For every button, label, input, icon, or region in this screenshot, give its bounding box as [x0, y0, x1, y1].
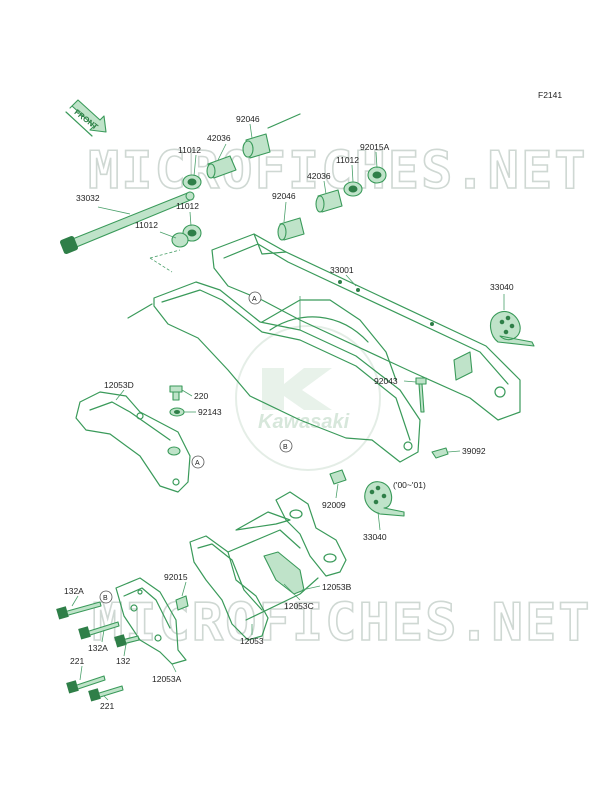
label-221-upper: 221 [70, 656, 84, 666]
swingarm [153, 233, 521, 463]
label-33040-left: 33040 [363, 532, 387, 542]
pivot-components [127, 113, 387, 319]
label-132A-upper: 132A [64, 586, 84, 596]
label-33032: 33032 [76, 193, 100, 203]
label-92009: 92009 [322, 500, 346, 510]
label-12053A: 12053A [152, 674, 182, 684]
chain-slider [75, 391, 191, 493]
label-12053: 12053 [240, 636, 264, 646]
label-39092: 39092 [462, 446, 486, 456]
cotter-pin-39092 [431, 447, 449, 459]
leader-lines [71, 123, 505, 701]
label-42036-upper: 42036 [207, 133, 231, 143]
chain-adjuster-plate-33040-left [364, 481, 405, 517]
label-12053B: 12053B [322, 582, 352, 592]
label-221-lower: 221 [100, 701, 114, 711]
label-92015: 92015 [164, 572, 188, 582]
svg-text:B: B [103, 595, 108, 602]
label-92046-upper: 92046 [236, 114, 260, 124]
chain-adjuster-plate-33040-right [489, 311, 535, 347]
callout-B-lower: B [99, 590, 113, 604]
diagram-code: F2141 [538, 90, 562, 100]
svg-text:A: A [252, 296, 257, 303]
callout-A-lower: A [191, 455, 205, 469]
label-92043: 92043 [374, 376, 398, 386]
label-220: 220 [194, 391, 208, 401]
slider-bolt [169, 385, 185, 417]
label-33001: 33001 [330, 265, 354, 275]
label-42036-right: 42036 [307, 171, 331, 181]
label-92143: 92143 [198, 407, 222, 417]
stud-92009 [329, 469, 347, 485]
adjuster-bolt-92043 [415, 377, 427, 413]
year-note: ('00~'01) [393, 480, 426, 490]
label-11012-upper: 11012 [178, 145, 201, 155]
label-132A-lower: 132A [88, 643, 108, 653]
callout-A-upper: A [248, 291, 262, 305]
label-11012-middle: 11012 [176, 201, 199, 211]
svg-text:A: A [195, 460, 200, 467]
chain-guide-assembly [115, 491, 347, 665]
label-33040-right: 33040 [490, 282, 514, 292]
label-11012-left: 11012 [135, 220, 158, 230]
watermark-bottom: MICROFICHES.NET [92, 593, 592, 653]
bolts-132A-221 [56, 601, 140, 702]
front-arrow-icon: FRONT [65, 99, 107, 137]
label-11012-right: 11012 [336, 155, 359, 165]
label-92015A: 92015A [360, 142, 390, 152]
label-92046-right: 92046 [272, 191, 296, 201]
label-12053C: 12053C [284, 601, 314, 611]
svg-text:B: B [283, 444, 288, 451]
callout-B-upper: B [279, 439, 293, 453]
part-labels: 92046 42036 11012 92015A 11012 42036 920… [64, 114, 514, 711]
label-12053D: 12053D [104, 380, 134, 390]
pivot-shaft [59, 191, 195, 255]
label-132: 132 [116, 656, 130, 666]
